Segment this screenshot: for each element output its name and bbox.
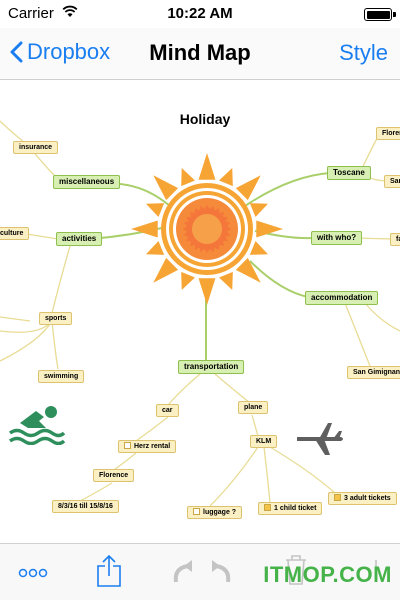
node-san[interactable]: San: [384, 175, 400, 188]
node-adult-tickets[interactable]: 3 adult tickets: [328, 492, 397, 505]
node-miscellaneous[interactable]: miscellaneous: [53, 175, 121, 189]
sun-ray: [235, 257, 261, 283]
sun-ray: [256, 220, 283, 238]
sun-ray: [153, 175, 179, 201]
mind-map-canvas[interactable]: Holiday miscellaneous activities Toscane…: [0, 81, 400, 543]
node-label: 1 child ticket: [274, 505, 317, 512]
node-klm[interactable]: KLM: [250, 435, 278, 448]
node-dates[interactable]: 8/3/16 till 15/8/16: [52, 500, 119, 513]
checkbox-checked[interactable]: [264, 504, 271, 511]
node-accommodation[interactable]: accommodation: [305, 291, 379, 305]
add-node-icon[interactable]: [366, 558, 386, 582]
node-swimming[interactable]: swimming: [38, 370, 85, 383]
more-options-icon[interactable]: [18, 568, 48, 578]
node-activities[interactable]: activities: [56, 232, 103, 246]
back-button-label: Dropbox: [27, 39, 111, 64]
watermark-text: ITMOP.COM: [263, 562, 392, 587]
node-toscane[interactable]: Toscane: [327, 166, 371, 180]
sun-center: [192, 214, 222, 244]
sun-ray: [219, 271, 233, 290]
status-time: 10:22 AM: [167, 5, 233, 22]
undo-icon[interactable]: [170, 558, 196, 584]
sun-ray: [181, 168, 195, 187]
sun-ray: [131, 220, 158, 238]
node-child-ticket[interactable]: 1 child ticket: [258, 502, 323, 515]
redo-icon[interactable]: [208, 558, 234, 584]
node-label: Herz rental: [134, 443, 171, 450]
sun-ray: [198, 153, 216, 180]
back-button[interactable]: Dropbox: [10, 39, 110, 65]
checkbox[interactable]: [124, 442, 131, 449]
sun-ray: [219, 168, 233, 187]
sun-ray: [146, 241, 165, 255]
battery-icon: [364, 8, 392, 21]
bottom-toolbar: ITMOP.COM: [0, 543, 400, 600]
node-florence-top[interactable]: Florer: [376, 127, 400, 140]
node-insurance[interactable]: insurance: [13, 141, 59, 154]
sun-ray: [146, 203, 165, 217]
navigation-bar: Dropbox Mind Map Style: [0, 28, 400, 80]
share-icon[interactable]: [96, 554, 122, 588]
node-fa[interactable]: fa: [390, 233, 400, 246]
checkbox[interactable]: [193, 508, 200, 515]
node-plane[interactable]: plane: [238, 401, 269, 414]
sun-icon[interactable]: [127, 149, 287, 309]
node-car[interactable]: car: [156, 404, 179, 417]
checkbox-checked[interactable]: [334, 494, 341, 501]
node-san-gimignano[interactable]: San Gimignano: [347, 366, 400, 379]
chevron-left-icon: [10, 41, 23, 63]
carrier-label: Carrier: [8, 5, 54, 22]
node-herz-rental[interactable]: Herz rental: [118, 440, 177, 453]
node-sports[interactable]: sports: [39, 312, 73, 325]
node-luggage[interactable]: luggage ?: [187, 506, 243, 519]
battery-tip: [393, 12, 396, 17]
sun-ray: [249, 241, 268, 255]
trash-icon[interactable]: [284, 554, 308, 586]
sun-ray: [153, 257, 179, 283]
sun-ray: [181, 271, 195, 290]
sun-ray: [198, 278, 216, 305]
status-bar: Carrier 10:22 AM: [0, 0, 400, 28]
node-with-who[interactable]: with who?: [311, 231, 363, 245]
node-label: 3 adult tickets: [344, 495, 391, 502]
airplane-icon: [297, 423, 343, 455]
swimmer-icon: [8, 406, 66, 445]
node-culture[interactable]: culture: [0, 227, 30, 240]
mind-map-title: Holiday: [179, 111, 231, 127]
node-label: luggage ?: [203, 509, 237, 516]
style-button[interactable]: Style: [339, 40, 388, 65]
sun-ray: [235, 175, 261, 201]
node-florence[interactable]: Florence: [93, 469, 135, 482]
wifi-icon: [62, 5, 78, 17]
node-transportation[interactable]: transportation: [178, 360, 245, 374]
sun-ray: [249, 203, 268, 217]
